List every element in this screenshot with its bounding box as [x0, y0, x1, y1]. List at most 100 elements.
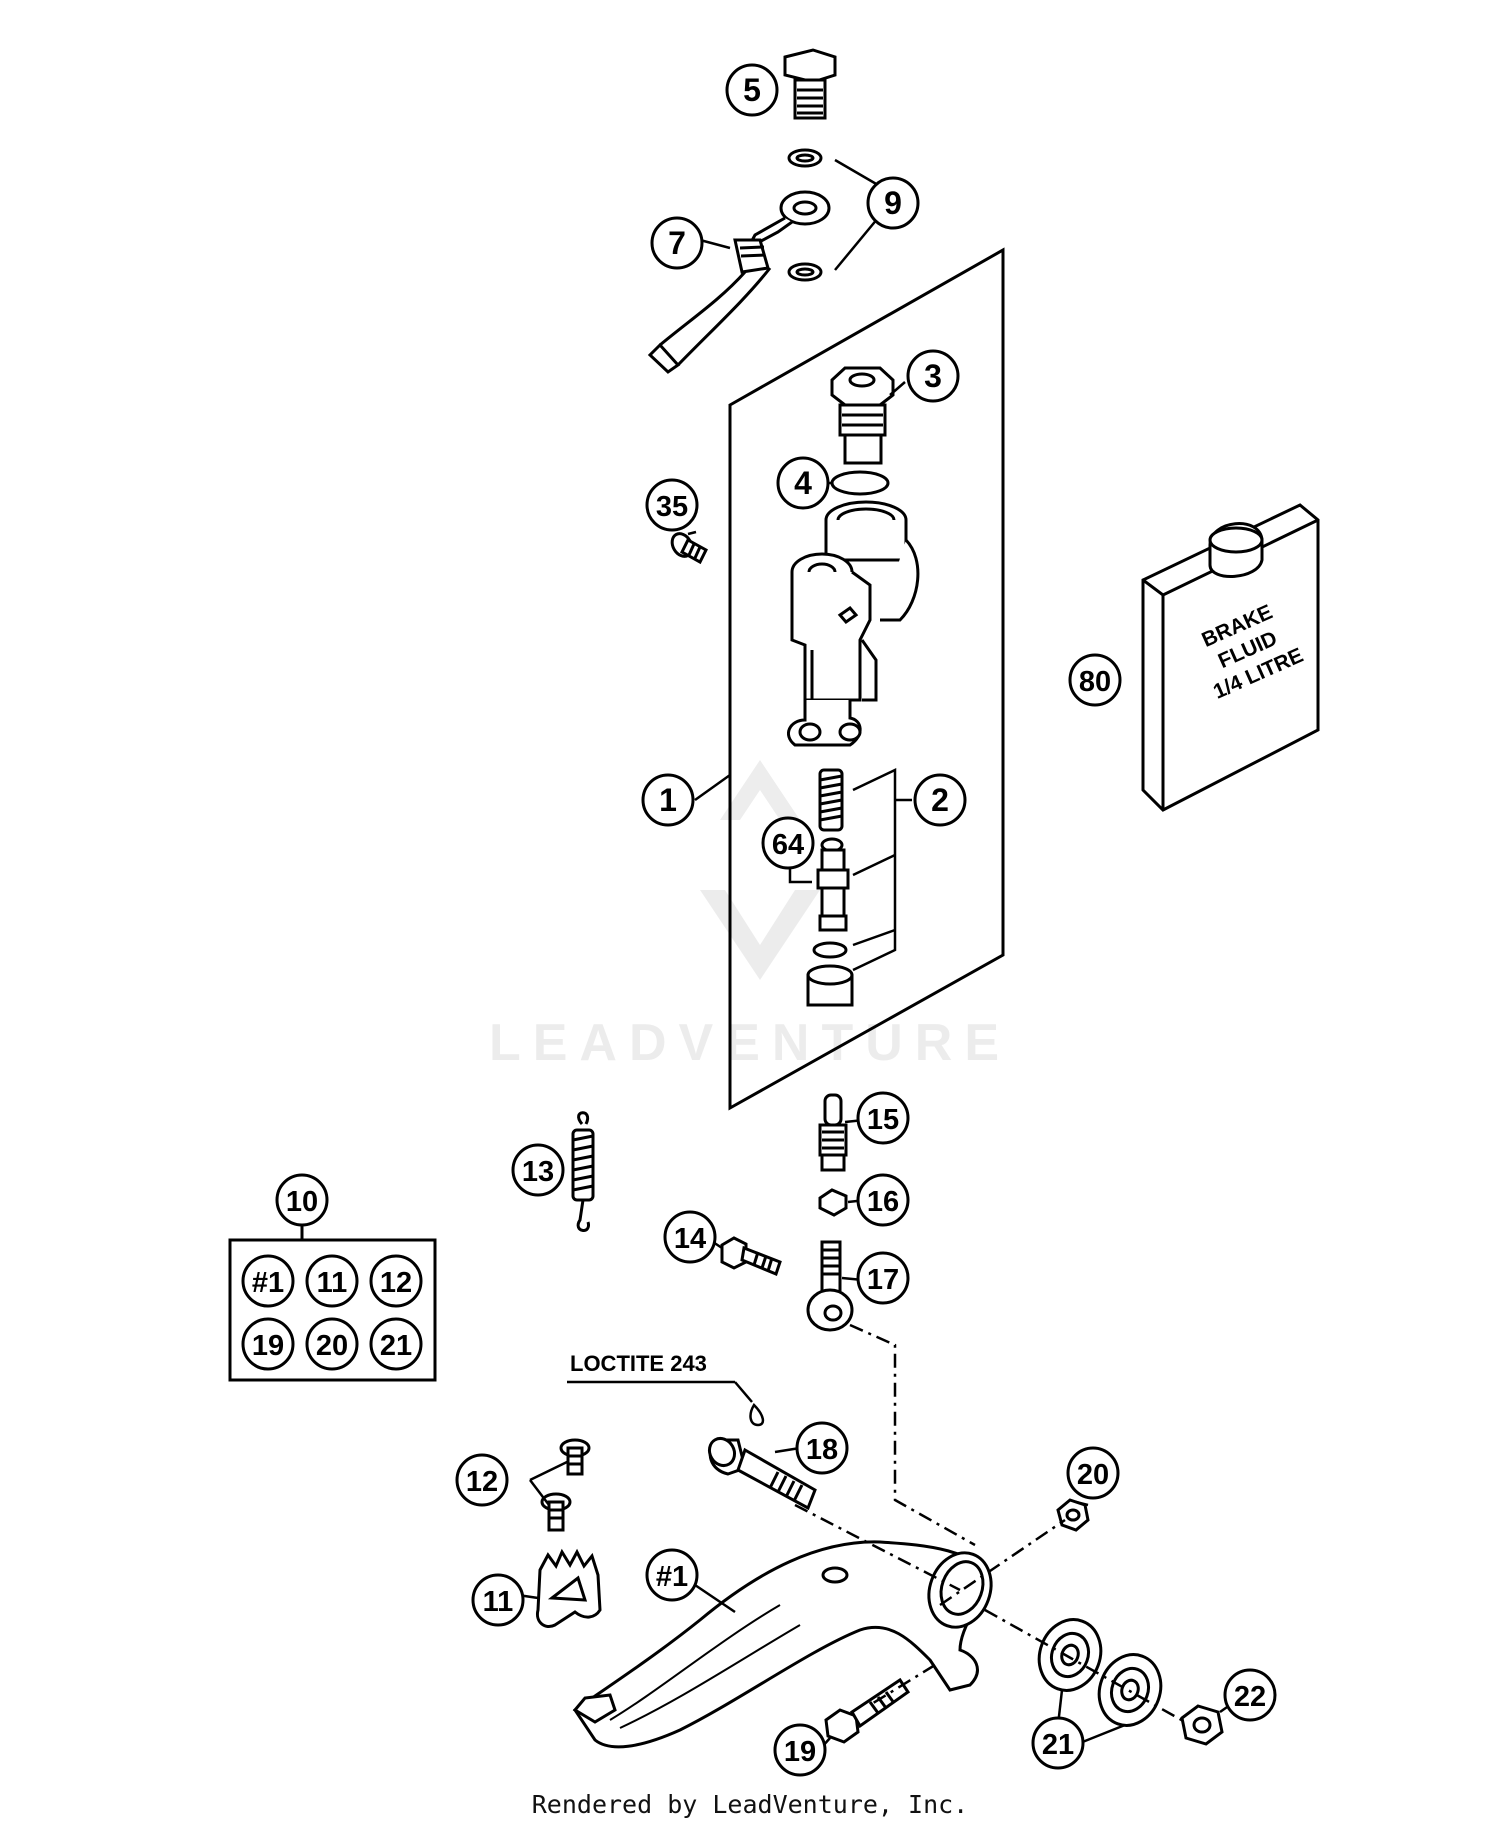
- callout-p1: #1: [645, 1548, 699, 1602]
- callout-circle: [455, 1453, 509, 1507]
- callout-circle: [641, 773, 695, 827]
- brake-hose-part: [647, 190, 831, 374]
- callout-12: 12: [455, 1453, 509, 1507]
- kit-box-item: 12: [369, 1254, 423, 1308]
- pedal-bearings-part: [1037, 1618, 1163, 1727]
- callout-number: 64: [772, 829, 804, 861]
- kit-box-item-number: 21: [380, 1330, 412, 1362]
- callout-4: 4: [776, 456, 830, 510]
- kit-box-item-number: 12: [380, 1267, 412, 1299]
- piston-kit-bracket: [788, 768, 912, 972]
- callout-64: 64: [761, 816, 815, 870]
- callout-number: 22: [1234, 1681, 1266, 1713]
- callout-circle: [856, 1251, 910, 1305]
- callout-number: 80: [1079, 666, 1111, 698]
- callout-circle: [275, 1173, 329, 1227]
- callout-circle: [776, 456, 830, 510]
- callout-number: 12: [466, 1466, 498, 1498]
- pedal-nut-part: [1056, 1498, 1090, 1532]
- callout-18: 18: [795, 1421, 849, 1475]
- footrest-screws-part: [540, 1438, 591, 1532]
- clevis-part: [806, 1240, 854, 1332]
- footrest-tip-part: [535, 1548, 602, 1628]
- callout-5: 5: [725, 63, 779, 117]
- reservoir-fitting-part: [830, 366, 895, 465]
- callout-14: 14: [663, 1210, 717, 1264]
- callout-number: 13: [522, 1156, 554, 1188]
- callout-3: 3: [906, 349, 960, 403]
- callout-number: 4: [794, 465, 812, 501]
- callout-number: 3: [924, 358, 942, 394]
- callout-circle: [773, 1723, 827, 1777]
- kit-box-item: #1: [241, 1254, 295, 1308]
- callout-17: 17: [856, 1251, 910, 1305]
- callout-2: 2: [913, 773, 967, 827]
- kit-box-item-circle: [305, 1317, 359, 1371]
- callout-number: #1: [656, 1561, 688, 1593]
- callout-circle: [1066, 1446, 1120, 1500]
- callout-circle: [1031, 1716, 1085, 1770]
- kit-box-item-number: 11: [317, 1267, 348, 1299]
- lower-bolt-part: [824, 1677, 911, 1744]
- callout-circle: [663, 1210, 717, 1264]
- banjo-bolt-part: [783, 48, 837, 120]
- kit-box-item-circle: [305, 1254, 359, 1308]
- callout-number: 20: [1077, 1459, 1109, 1491]
- callout-number: 17: [867, 1264, 899, 1296]
- assembly-lines: [794, 1323, 1186, 1724]
- callout-circle: [1068, 653, 1122, 707]
- kit-box-items: #1 11 12 19 20 21: [241, 1254, 423, 1371]
- callout-circle: [511, 1143, 565, 1197]
- callout-number: 2: [931, 782, 949, 818]
- sealing-rings-part: [787, 148, 823, 282]
- callout-22: 22: [1223, 1668, 1277, 1722]
- kit-box-item: 19: [241, 1317, 295, 1371]
- kit-box-item-number: 20: [316, 1330, 348, 1362]
- watermark-text: LEADVENTURE: [489, 1014, 1011, 1072]
- brake-fluid-can-part: [1141, 503, 1320, 812]
- watermark-logo-icon: [700, 760, 820, 980]
- callout-circle: [650, 216, 704, 270]
- kit-box-item-number: 19: [252, 1330, 284, 1362]
- callout-circle: [761, 816, 815, 870]
- callout-number: 19: [784, 1736, 816, 1768]
- small-screw-part: [670, 532, 708, 565]
- callout-number: 18: [806, 1434, 838, 1466]
- callout-11: 11: [471, 1573, 525, 1627]
- loctite-label: LOCTITE 243: [570, 1351, 707, 1376]
- kit-box-item-circle: [369, 1254, 423, 1308]
- callout-number: 21: [1042, 1729, 1074, 1761]
- callout-circle: [906, 349, 960, 403]
- kit-box-item: 20: [305, 1317, 359, 1371]
- footer-credit: Rendered by LeadVenture, Inc.: [531, 1790, 969, 1819]
- callout-circle: [645, 478, 699, 532]
- callout-number: 7: [668, 225, 686, 261]
- callout-number: 1: [659, 782, 677, 818]
- callout-circle: [1223, 1668, 1277, 1722]
- callout-21: 21: [1031, 1716, 1085, 1770]
- callout-number: 11: [483, 1586, 514, 1618]
- master-cylinder-kit-outline: [728, 247, 1005, 1111]
- callout-circle: [856, 1091, 910, 1145]
- callout-35: 35: [645, 478, 699, 532]
- return-spring-part: [571, 1111, 595, 1232]
- callout-10: 10: [275, 1173, 329, 1227]
- callout-number: 10: [286, 1186, 318, 1218]
- callout-13: 13: [511, 1143, 565, 1197]
- callout-circle: [866, 176, 920, 230]
- callout-9: 9: [866, 176, 920, 230]
- callout-7: 7: [650, 216, 704, 270]
- callout-number: 15: [867, 1104, 899, 1136]
- clevis-bolt-part: [720, 1236, 782, 1276]
- callout-15: 15: [856, 1091, 910, 1145]
- callout-leaders: [517, 158, 1231, 1766]
- callout-number: 9: [884, 185, 902, 221]
- pushrod-part: [818, 1093, 848, 1172]
- callout-80: 80: [1068, 653, 1122, 707]
- o-ring-part: [830, 470, 890, 496]
- callout-circle: [913, 773, 967, 827]
- master-cylinder-body-part: [787, 500, 920, 747]
